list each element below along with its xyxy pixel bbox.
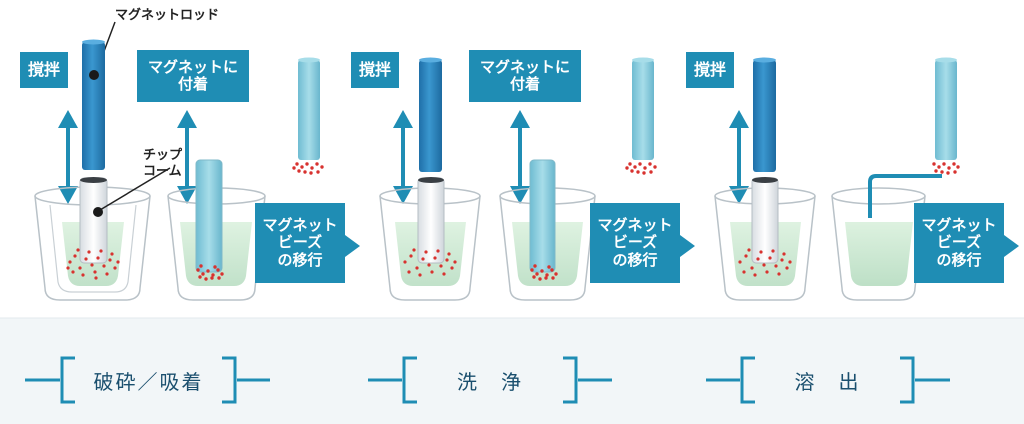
stir-box-2: 撹拌 [351,52,399,88]
step4-stir [379,57,481,301]
arrow-up-head-7 [729,110,749,128]
step3-transfer [292,57,360,257]
transfer-text-1c: の移行 [277,250,323,269]
tube-inner [49,204,137,293]
transfer-text-3c: の移行 [936,250,982,269]
liquid-8 [845,222,913,286]
attach-text-1a: マグネットに [147,57,238,76]
step7-stir [714,57,816,301]
beads-dispersed-7 [738,248,792,277]
tip-comb-label: チップ コーム [143,148,182,179]
magnet-rod-3 [298,60,320,160]
step2-attach [167,110,266,301]
rod-top-3 [298,57,320,63]
beads-attached-2 [196,264,224,281]
attach-text-1b: 付着 [177,75,208,93]
beads-dispersed [66,248,120,280]
comb-top-7 [752,177,778,183]
magnet-rod-4 [419,60,442,172]
arrow-up-head-4 [393,110,413,128]
rod-top [82,39,105,45]
rod-marker [89,70,99,80]
step8-elute [831,57,1019,301]
transfer-text-2c: の移行 [612,250,658,269]
transfer-box-2: マグネット ビーズ の移行 [590,203,680,283]
tip-comb [79,177,108,264]
rod-top-4 [419,57,442,63]
stir-text-1: 撹拌 [27,59,60,79]
step6-transfer [625,57,695,257]
comb-top [80,177,107,183]
stage-title-2: 洗 浄 [457,370,523,394]
arrow-down-head [58,186,78,204]
magnet-rod-with-comb-2 [195,159,223,273]
transfer-text-2a: マグネット [597,216,673,235]
arrow-up-head-2 [177,110,197,128]
tube-outer-7 [714,195,816,301]
stir-text-2: 撹拌 [358,59,391,79]
stage-brackets [25,356,950,404]
tube-outer-2 [167,195,266,301]
transfer-arrow-3 [1004,235,1019,257]
step5-attach [499,110,596,301]
magnet-rod-with-comb-5 [529,159,556,273]
arrow-down-head-7 [729,186,749,204]
attach-box-2: マグネットに 付着 [469,50,581,102]
pipette-line [868,174,942,218]
transfer-box-1: マグネット ビーズ の移行 [255,203,345,283]
stir-box-3: 撹拌 [686,52,734,88]
beads-on-rod-8 [932,162,960,175]
magnet-rod-label: マグネットロッド [115,8,220,23]
attach-text-2b: 付着 [509,75,540,93]
comb-top-4 [418,177,444,183]
tube-rim-8 [831,187,926,205]
rod-top-6 [632,57,654,63]
magnet-rod-7 [753,60,776,172]
tip-comb-4 [417,177,445,264]
beads-dispersed-4 [403,248,457,277]
arrow-up-head [58,110,78,128]
stir-box-1: 撹拌 [20,52,68,88]
tube-outer [34,195,151,301]
transfer-text-2b: ビーズ [612,233,658,252]
transfer-box-3: マグネット ビーズ の移行 [914,203,1004,283]
tip-comb-label-line2: コーム [143,163,182,179]
arrow-up-head-5 [510,110,530,128]
bottom-band [0,318,1024,424]
transfer-arrow-2 [680,235,695,257]
comb-leader-line [99,167,171,211]
comb-marker [93,207,103,217]
beads-on-rod-3 [292,162,324,175]
stage-title-1: 破砕／吸着 [93,370,204,394]
attach-text-2a: マグネットに [479,57,570,76]
rod-top-7 [753,57,776,63]
magnet-rod-6 [632,60,654,160]
tube-outer-4 [379,195,481,301]
magnet-rod [82,42,105,170]
tip-comb-label-line1: チップ [143,148,183,163]
stage-title-3: 溶 出 [794,370,861,394]
magnet-rod-8 [935,60,957,160]
transfer-text-1b: ビーズ [277,233,323,252]
transfer-text-3b: ビーズ [936,233,982,252]
rod-top-8 [935,57,957,63]
step1-stir [34,21,171,301]
beads-on-rod-6 [625,162,657,175]
beads-attached-5 [530,264,558,281]
stir-text-3: 撹拌 [693,59,726,79]
tube-outer-5 [499,195,596,301]
transfer-text-1a: マグネット [262,216,338,235]
transfer-arrow-1 [345,235,360,257]
tube-outer-8 [831,195,926,301]
attach-box-1: マグネットに 付着 [137,50,249,102]
transfer-text-3a: マグネット [921,216,997,235]
